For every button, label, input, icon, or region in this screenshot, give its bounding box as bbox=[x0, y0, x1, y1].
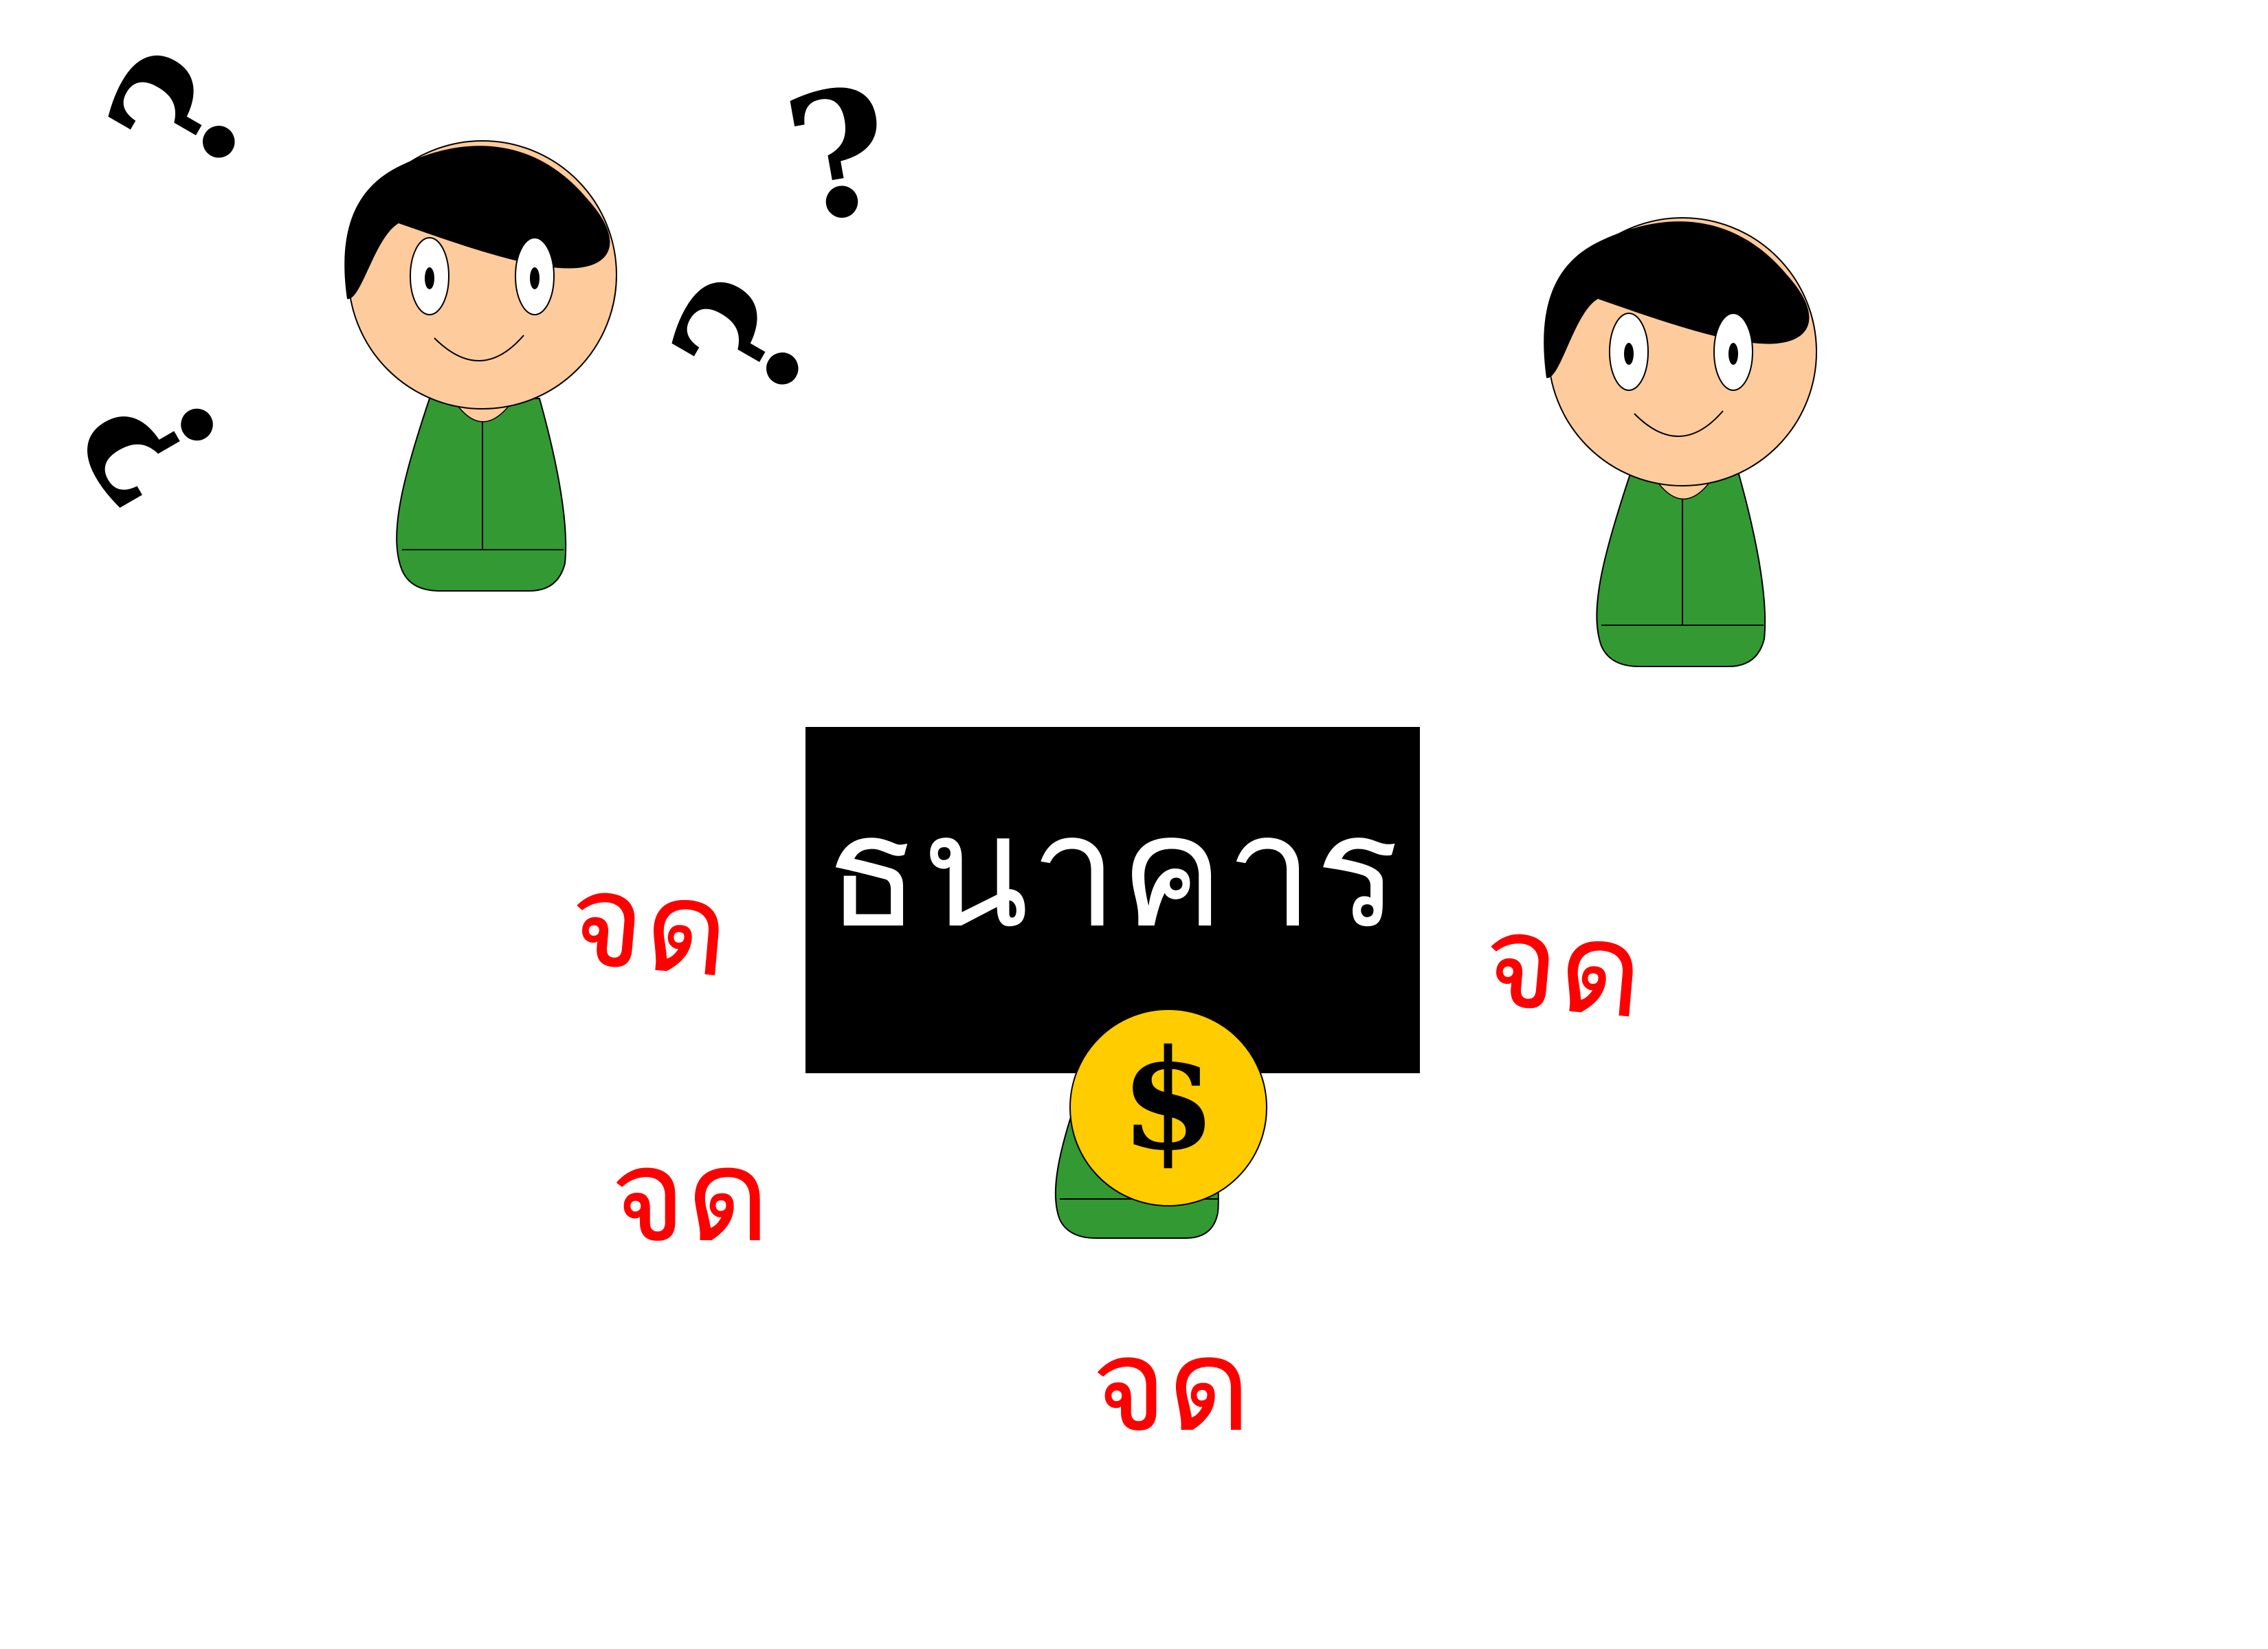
note-left-top: จด bbox=[563, 843, 735, 1007]
note-bottom-center: จด bbox=[1091, 1310, 1252, 1461]
note-left-bottom: จด bbox=[610, 1121, 770, 1271]
note-right: จด bbox=[1477, 884, 1649, 1048]
person-left-smile bbox=[434, 335, 524, 361]
person-left-pupil-left bbox=[425, 267, 434, 289]
coin-icon bbox=[1069, 1009, 1267, 1207]
bank-label: ธนาคาร bbox=[824, 780, 1401, 963]
coin-symbol: $ bbox=[1120, 1020, 1216, 1181]
person-left-pupil-right bbox=[530, 267, 540, 289]
person-left-body bbox=[396, 398, 567, 592]
person-right-pupil-left bbox=[1624, 343, 1634, 365]
person-right-smile bbox=[1634, 410, 1724, 437]
person-right-pupil-right bbox=[1728, 343, 1738, 365]
person-right-body bbox=[1596, 473, 1766, 667]
bank-sign bbox=[805, 727, 1420, 1073]
